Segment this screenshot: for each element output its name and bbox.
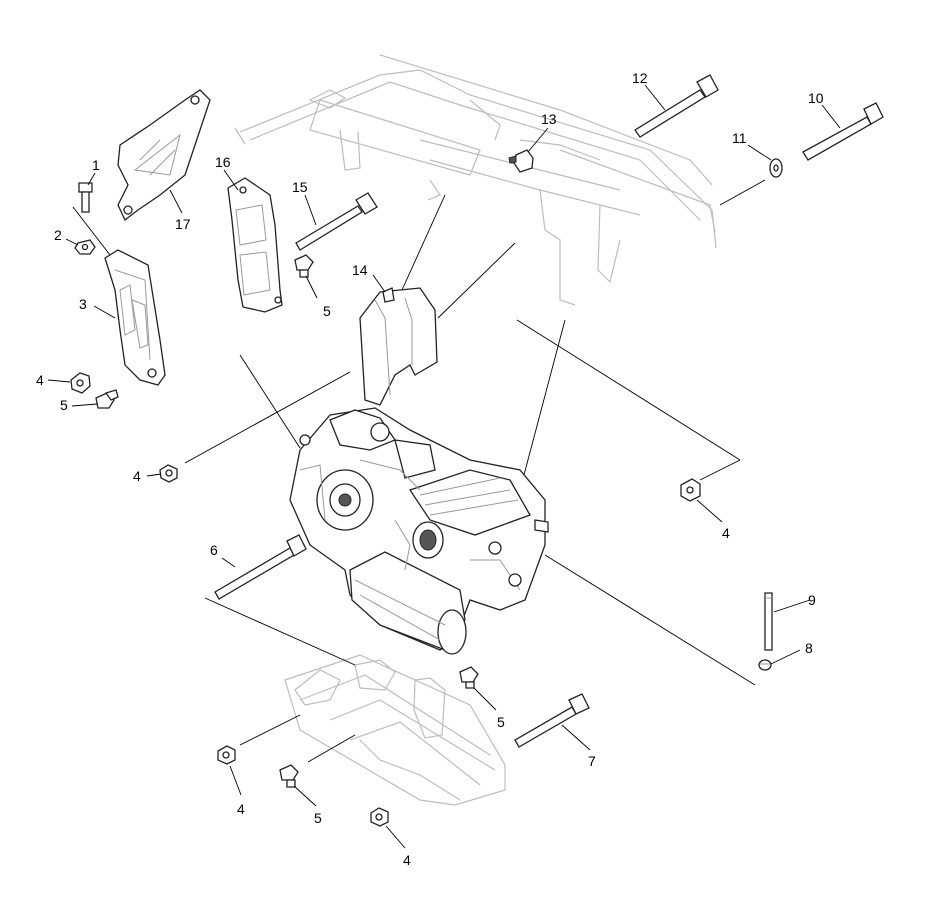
callout-6: 6 [210, 542, 218, 558]
callout-3: 3 [79, 296, 87, 312]
bracket-16 [227, 177, 283, 313]
bolt-1 [78, 182, 93, 213]
assembly-lines [72, 179, 766, 763]
bolt-10 [802, 102, 884, 161]
bracket-3 [104, 249, 166, 386]
bolt-6 [214, 534, 307, 600]
mount-plate-17 [117, 89, 211, 222]
callout-5-c: 5 [497, 714, 505, 730]
callout-5-b: 5 [323, 303, 331, 319]
callout-8: 8 [805, 640, 813, 656]
callout-2: 2 [54, 227, 62, 243]
callout-10: 10 [808, 90, 824, 106]
callout-leaders [47, 84, 841, 849]
nut-4-e [370, 807, 389, 827]
callout-4-b: 4 [133, 468, 141, 484]
nut-4-c [680, 478, 701, 502]
nut-4-d [217, 745, 236, 765]
callout-11: 11 [732, 130, 747, 146]
callout-4-a: 4 [36, 372, 44, 388]
callout-5-d: 5 [314, 810, 322, 826]
callout-16: 16 [215, 154, 231, 170]
nut-13 [508, 149, 534, 173]
clip-8 [758, 659, 772, 671]
bolt-7 [514, 693, 590, 748]
callout-4-e: 4 [403, 852, 411, 868]
bolt-5-b [95, 389, 119, 409]
callout-1: 1 [92, 157, 100, 173]
callout-15: 15 [292, 179, 308, 195]
bolt-15 [295, 192, 378, 251]
skid-plate [284, 654, 506, 806]
bolt-5-d [279, 764, 299, 788]
callout-7: 7 [588, 753, 596, 769]
engine-assembly [289, 407, 549, 655]
nut-4-b [159, 464, 178, 483]
nut-4-a [70, 372, 91, 394]
nut-2 [74, 239, 96, 255]
callout-17: 17 [175, 216, 191, 232]
washer-11 [769, 158, 783, 178]
bolt-12 [634, 74, 719, 138]
callout-12: 12 [632, 70, 648, 86]
callout-14: 14 [352, 262, 368, 278]
callout-labels: 1 2 3 4 5 4 6 4 9 8 10 11 12 13 14 15 5 … [36, 70, 824, 868]
callout-4-c: 4 [722, 525, 730, 541]
bolt-5-c [459, 666, 479, 689]
callout-5-a: 5 [60, 397, 68, 413]
bracket-14 [359, 287, 438, 406]
bolt-5-a [294, 254, 314, 278]
callout-4-d: 4 [237, 801, 245, 817]
pin-9 [764, 592, 773, 651]
callout-9: 9 [808, 592, 816, 608]
callout-13: 13 [541, 111, 557, 127]
